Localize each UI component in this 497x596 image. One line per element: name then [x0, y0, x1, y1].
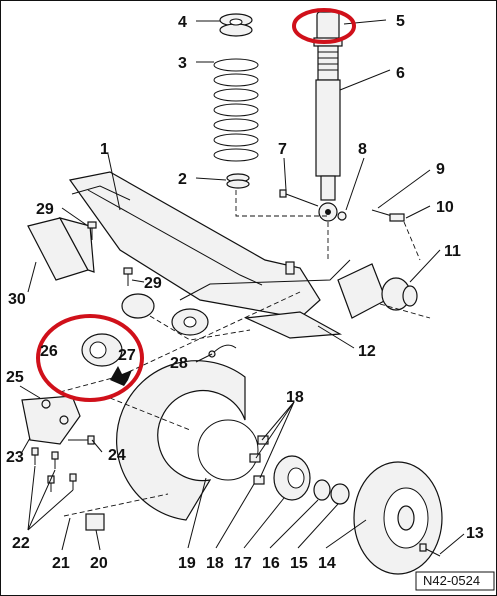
callout-9: 9 — [436, 161, 445, 178]
brake-hose-fitting — [371, 209, 405, 222]
callout-19: 19 — [178, 555, 196, 572]
axle-bushing-detail — [81, 333, 132, 386]
callout-5: 5 — [396, 13, 405, 30]
beam-bushing — [121, 293, 209, 336]
callout-3: 3 — [178, 55, 187, 72]
callout-7: 7 — [278, 141, 287, 158]
bolt-lower — [123, 267, 133, 286]
callout-11: 11 — [444, 243, 461, 260]
bolt-upper — [87, 221, 97, 240]
bracket-bolts — [31, 447, 77, 492]
callout-1: 1 — [100, 141, 109, 158]
callout-25: 25 — [6, 369, 24, 386]
callout-29-lower: 29 — [144, 275, 162, 292]
callout-13: 13 — [466, 525, 484, 542]
callout-16: 16 — [262, 555, 280, 572]
callout-29-upper: 29 — [36, 201, 54, 218]
spring-seat-bottom — [226, 173, 250, 189]
clip — [208, 344, 237, 358]
hub-flange — [273, 455, 311, 501]
mounting-bracket — [21, 395, 81, 445]
callout-2: 2 — [178, 171, 187, 188]
reference-box — [415, 571, 495, 591]
callout-18-top: 18 — [286, 389, 304, 406]
callout-27: 27 — [118, 347, 136, 364]
speed-sensor-cable — [63, 493, 169, 517]
coil-spring — [213, 58, 259, 162]
brake-backing-plate — [116, 360, 259, 521]
leader-lines — [19, 19, 465, 555]
callout-4: 4 — [178, 14, 187, 31]
shock-bolt — [279, 189, 319, 207]
callout-12: 12 — [358, 343, 376, 360]
assembly-guides — [59, 190, 431, 431]
disc-screw — [419, 543, 441, 557]
cable-holder — [85, 513, 105, 531]
callout-15: 15 — [290, 555, 308, 572]
callout-22: 22 — [12, 535, 30, 552]
shock-absorber — [313, 11, 343, 222]
callout-28: 28 — [170, 355, 188, 372]
reference-code: N42-0524 — [423, 573, 480, 588]
highlight-circle-top-mount — [292, 8, 356, 44]
spring-seat-top — [219, 13, 253, 37]
brake-disc — [353, 461, 443, 575]
callout-10: 10 — [436, 199, 454, 216]
rear-axle-beam — [68, 171, 351, 319]
callout-14: 14 — [318, 555, 336, 572]
highlight-circle-bushing — [36, 314, 144, 402]
bearing-cap — [330, 483, 350, 505]
callout-6: 6 — [396, 65, 405, 82]
wheel-bearing — [313, 479, 331, 501]
direction-arrow — [110, 366, 132, 386]
callout-20: 20 — [90, 555, 108, 572]
wheel-hub-stub-axle — [337, 263, 418, 319]
callout-30: 30 — [8, 291, 26, 308]
brake-shield-plate — [243, 311, 343, 339]
callout-18-bottom: 18 — [206, 555, 224, 572]
callout-8: 8 — [358, 141, 367, 158]
bracket-bolt — [68, 435, 95, 445]
callout-23: 23 — [6, 449, 24, 466]
callout-21: 21 — [52, 555, 70, 572]
shock-nut — [337, 211, 347, 221]
callout-26: 26 — [40, 343, 58, 360]
bump-stop — [27, 217, 95, 281]
callout-17: 17 — [234, 555, 252, 572]
callout-24: 24 — [108, 447, 126, 464]
